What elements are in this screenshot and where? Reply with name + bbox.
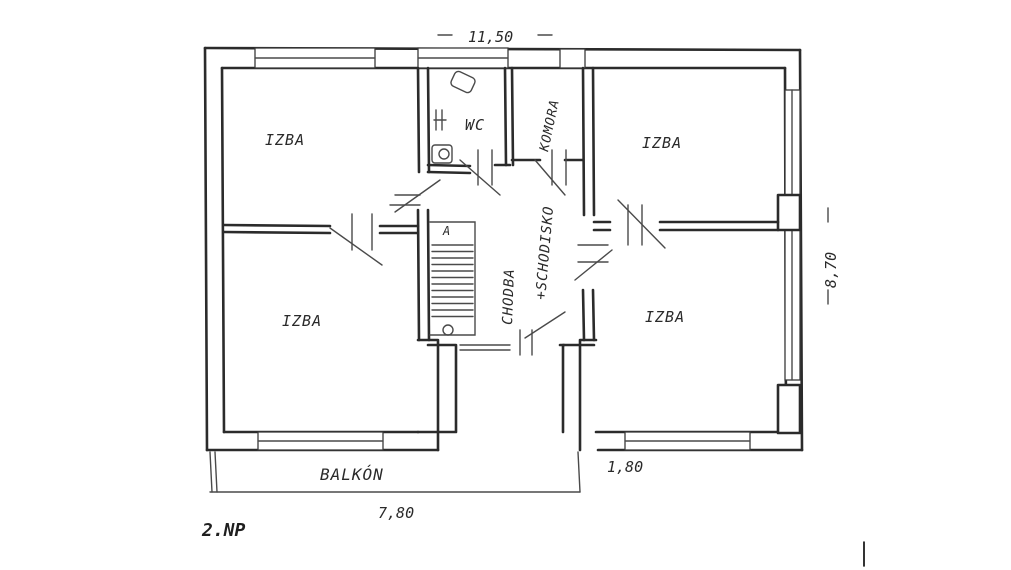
- room-label-top-right: IZBA: [642, 134, 682, 152]
- room-label-top-left: IZBA: [265, 131, 305, 149]
- room-label-bottom-left: IZBA: [282, 312, 322, 330]
- door-marks: [329, 149, 666, 356]
- balcony-label: BALKÓN: [320, 465, 384, 484]
- chodba-label: CHODBA: [500, 268, 518, 325]
- wc-fixtures: [431, 70, 476, 336]
- dimension-balcony-depth: 1,80: [607, 458, 643, 476]
- dimension-lines: [437, 34, 829, 305]
- outer-walls: [203, 46, 804, 452]
- interior-walls: [222, 66, 780, 452]
- windows: [254, 47, 802, 451]
- komora-label: KOMORA: [537, 98, 563, 154]
- stair-arrow-label: A: [442, 224, 451, 238]
- dimension-height-right: 8,70: [822, 252, 840, 288]
- room-label-bottom-right: IZBA: [645, 308, 685, 326]
- wc-label: WC: [465, 116, 485, 134]
- dimension-balcony-width: 7,80: [378, 504, 414, 522]
- dimension-width-top: 11,50: [468, 28, 513, 46]
- floor-label: 2.NP: [201, 520, 246, 541]
- balcony: [209, 451, 581, 493]
- staircase: [431, 244, 474, 318]
- schodisko-label: +SCHODISKO: [533, 205, 557, 300]
